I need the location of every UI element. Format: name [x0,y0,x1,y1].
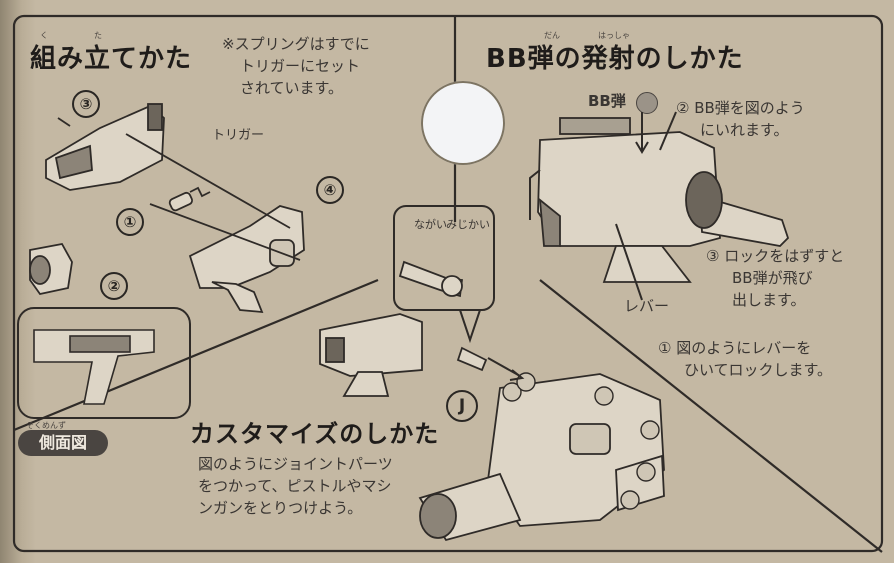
bubble-short-label: みじかい [446,218,490,231]
firing-step2-line2: にいれます。 [700,121,789,139]
firing-step3-line1: ③ ロックをはずすと [706,247,845,265]
step-1-marker: ① [116,208,144,236]
side-view-badge: 側面図 [18,430,108,456]
ruby-ta: た [94,31,102,40]
joint-marker: J [446,390,478,422]
customize-body-1: 図のようにジョイントパーツ [198,455,393,473]
ruby-side-view: そくめんず [26,421,66,430]
assembly-title: 組み立てかた [30,44,193,74]
assembly-note-1: ※スプリングはすでに [222,35,370,53]
ruby-hassha: はっしゃ [598,31,630,40]
ruby-kumi: く [40,31,48,40]
customize-body-2: をつかって、ピストルやマシ [198,477,392,495]
assembly-note-2: トリガーにセット [240,57,361,75]
bubble-long-label: ながい [414,218,447,231]
firing-step3-line2: BB弾が飛び [732,269,813,287]
firing-step2-line1: ② BB弾を図のよう [676,99,805,117]
step-4-marker: ④ [316,176,344,204]
customize-title: カスタマイズのしかた [190,420,440,448]
customize-body-3: ンガンをとりつけよう。 [198,499,363,517]
ruby-dan: だん [544,31,560,40]
firing-step1-line2: ひいてロックします。 [684,361,833,379]
bb-label: BB弾 [588,92,626,110]
firing-step1-line1: ① 図のようにレバーを [658,339,812,357]
firing-step3-line3: 出します。 [732,291,806,309]
step-3-marker: ③ [72,90,100,118]
firing-title: BB弾の発射のしかた [486,44,744,74]
trigger-label: トリガー [212,128,265,143]
assembly-note-3: されています。 [240,79,344,97]
step-2-marker: ② [100,272,128,300]
bb-pellet-icon [636,92,658,114]
hang-hole [421,81,505,165]
lever-label: レバー [624,297,670,315]
